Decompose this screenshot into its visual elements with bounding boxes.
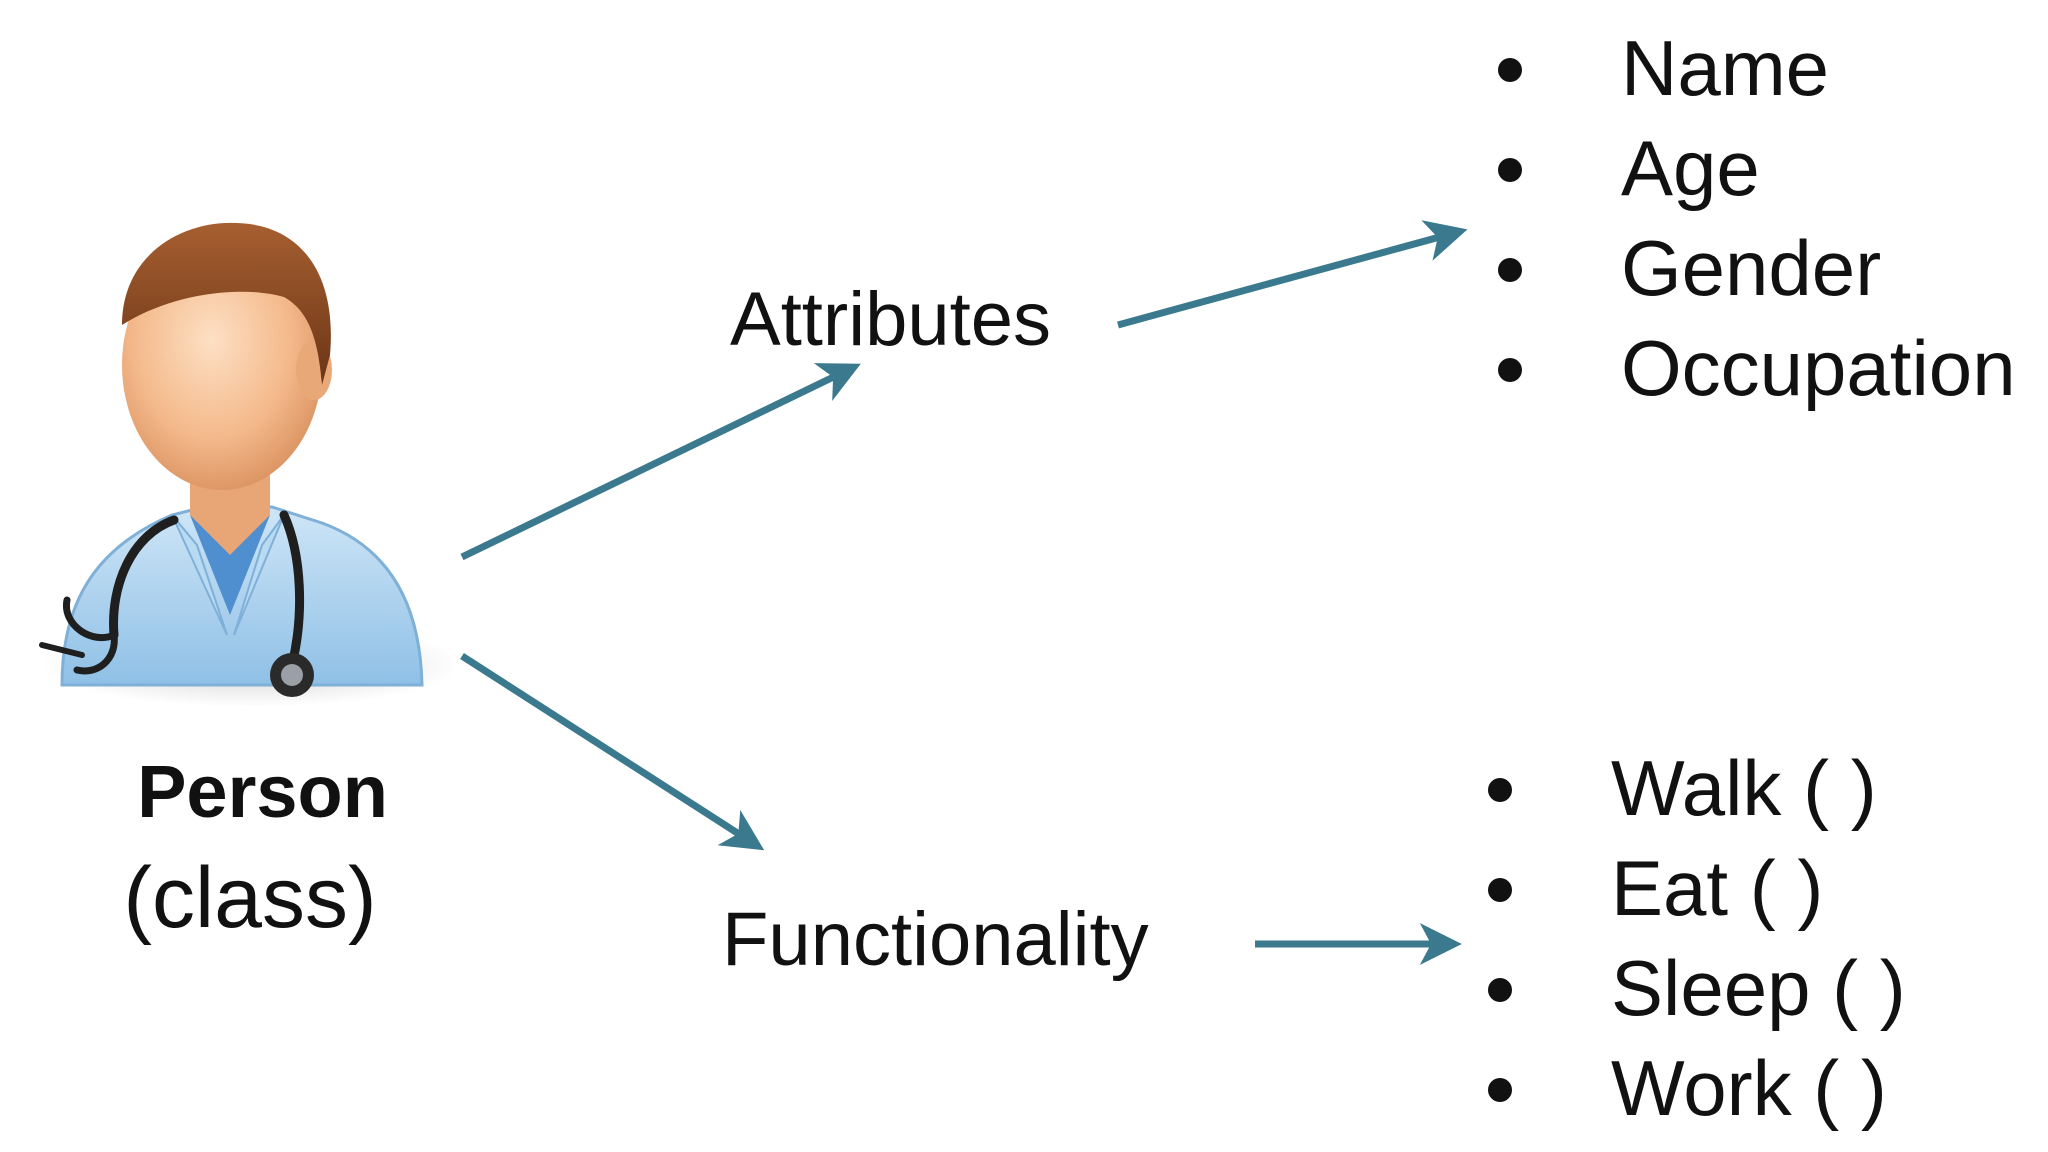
doctor-avatar-icon	[39, 222, 452, 707]
functionality-list: Walk ( ) Eat ( ) Sleep ( ) Work ( )	[1486, 738, 1906, 1138]
list-item: Name	[1496, 18, 2016, 118]
list-item: Walk ( )	[1486, 738, 1906, 838]
attributes-list: Name Age Gender Occupation	[1496, 18, 2016, 418]
arrow-person-to-attributes	[460, 363, 861, 561]
list-item: Work ( )	[1486, 1038, 1906, 1138]
arrow-person-to-functionality	[460, 653, 765, 851]
functionality-label: Functionality	[722, 897, 1149, 982]
attributes-label: Attributes	[730, 277, 1052, 362]
person-class-kind: (class)	[123, 850, 377, 946]
list-item: Sleep ( )	[1486, 938, 1906, 1038]
arrow-attributes-to-list	[1117, 220, 1468, 329]
list-item: Occupation	[1496, 318, 2016, 418]
list-item: Age	[1496, 118, 2016, 218]
person-class-name: Person	[137, 750, 388, 833]
list-item: Eat ( )	[1486, 838, 1906, 938]
list-item: Gender	[1496, 218, 2016, 318]
